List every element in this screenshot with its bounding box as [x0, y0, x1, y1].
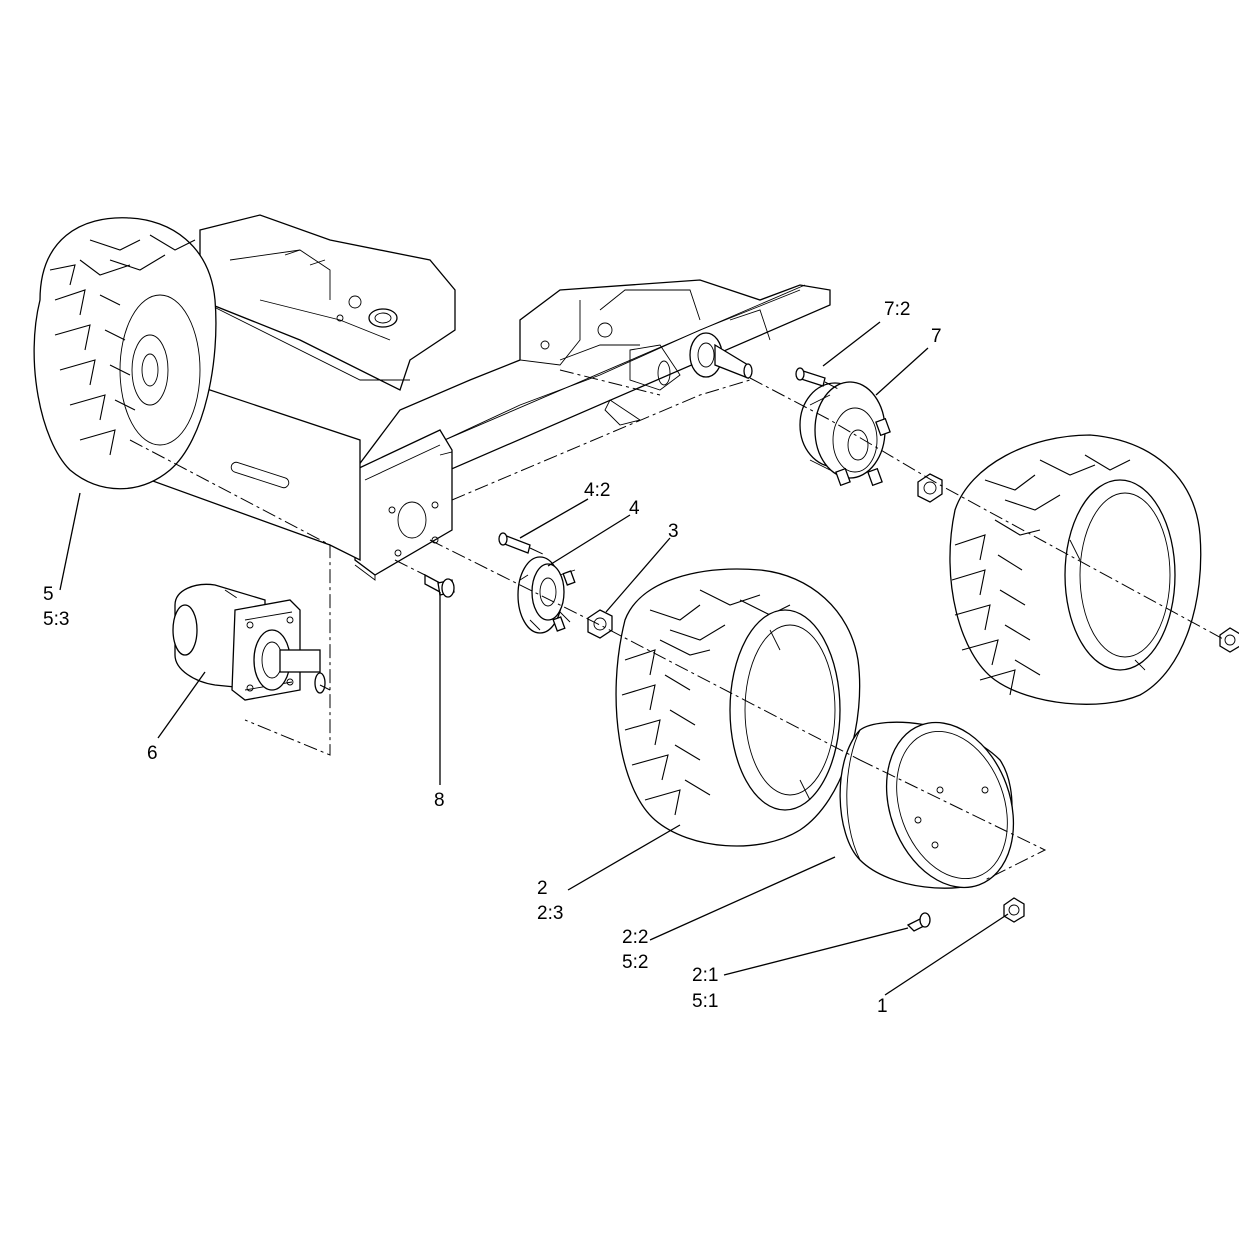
callout-7: 7	[931, 326, 942, 347]
stud-4-2	[498, 532, 531, 554]
tire-front	[615, 568, 861, 847]
nut-7-side	[917, 473, 943, 503]
leader-lines	[59, 321, 1009, 996]
hub-4	[517, 556, 576, 634]
callout-1: 1	[877, 996, 888, 1017]
callout-7-2: 7:2	[884, 299, 910, 320]
callout-2-1: 2:1	[692, 965, 718, 986]
stud-7-2	[795, 367, 826, 387]
callout-4-2: 4:2	[584, 480, 610, 501]
callout-2-2: 2:2	[622, 927, 648, 948]
hub-7	[799, 381, 891, 487]
callout-2-3: 2:3	[537, 903, 563, 924]
nut-3	[587, 609, 613, 639]
callout-6: 6	[147, 743, 158, 764]
tire-left-rear	[33, 217, 217, 490]
callout-5: 5	[43, 584, 54, 605]
frame-assembly	[129, 214, 831, 581]
bolt-8	[424, 573, 455, 598]
callout-5-2: 5:2	[622, 952, 648, 973]
callout-4: 4	[629, 498, 640, 519]
callout-5-1: 5:1	[692, 991, 718, 1012]
nut-right	[1219, 627, 1239, 653]
assembly-lines	[129, 369, 1226, 881]
rim-2-2	[839, 721, 1015, 889]
callout-8: 8	[434, 790, 445, 811]
callout-2: 2	[537, 878, 548, 899]
nut-1	[1003, 897, 1025, 923]
callout-labels: 7:2 7 4:2 4 3 5 5:3 6 8 2 2:3 2:2 5:2 2:…	[43, 299, 942, 1017]
callout-3: 3	[668, 521, 679, 542]
drive-shaft	[689, 332, 753, 379]
wheel-motor	[172, 583, 326, 701]
callout-5-3: 5:3	[43, 609, 69, 630]
valve-2-1	[906, 912, 931, 932]
tire-right	[949, 434, 1202, 705]
